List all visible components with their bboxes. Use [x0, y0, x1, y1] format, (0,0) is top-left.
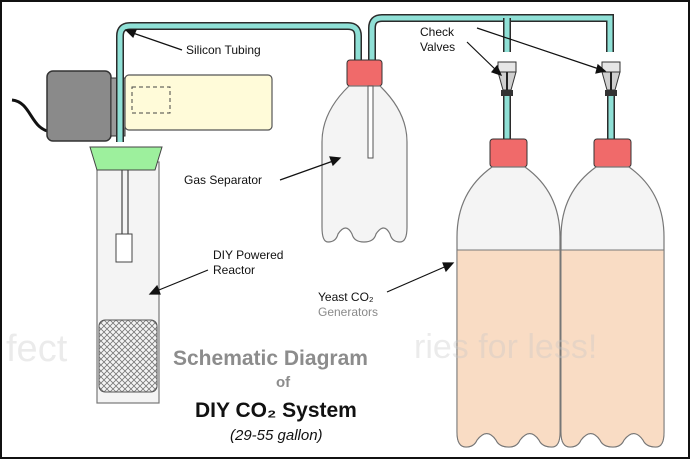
arrow-silicon-tubing — [124, 29, 183, 51]
tubing-valves — [368, 14, 614, 60]
label-reactor-2: Reactor — [213, 263, 256, 277]
check-valve-left — [497, 61, 517, 96]
arrow-check-valves-left — [466, 41, 503, 76]
label-yeast-1: Yeast CO₂ — [318, 290, 374, 304]
title-of: of — [276, 374, 291, 391]
power-cord — [11, 98, 53, 134]
check-valve-right — [601, 61, 621, 96]
arrow-gas-separator — [279, 156, 342, 181]
watermark-right: ries for less! — [414, 328, 598, 366]
title-system: DIY CO₂ System — [195, 399, 357, 422]
yeast-bottle-left — [456, 138, 561, 448]
reactor-cap — [89, 146, 163, 171]
label-reactor-1: DIY Powered — [213, 248, 284, 262]
label-check-valves-2: Valves — [420, 40, 456, 54]
yeast-bottle-right — [560, 138, 665, 448]
label-silicon-tubing: Silicon Tubing — [186, 43, 261, 57]
reactor-media — [98, 319, 158, 393]
reactor-diffuser — [115, 233, 133, 263]
label-check-valves-1: Check — [420, 25, 455, 39]
watermark-left: fect — [6, 328, 68, 370]
title-gallon: (29-55 gallon) — [230, 427, 323, 444]
arrow-reactor — [148, 269, 209, 295]
pump-motor — [46, 70, 112, 142]
title-schematic: Schematic Diagram — [173, 347, 368, 370]
label-gas-separator: Gas Separator — [184, 173, 263, 187]
arrow-yeast — [386, 262, 455, 293]
pump-body — [124, 74, 273, 131]
gas-separator-bottle — [321, 59, 408, 243]
label-yeast-2: Generators — [318, 305, 379, 319]
arrow-check-valves-right — [476, 27, 607, 74]
pump-impeller — [131, 86, 171, 114]
